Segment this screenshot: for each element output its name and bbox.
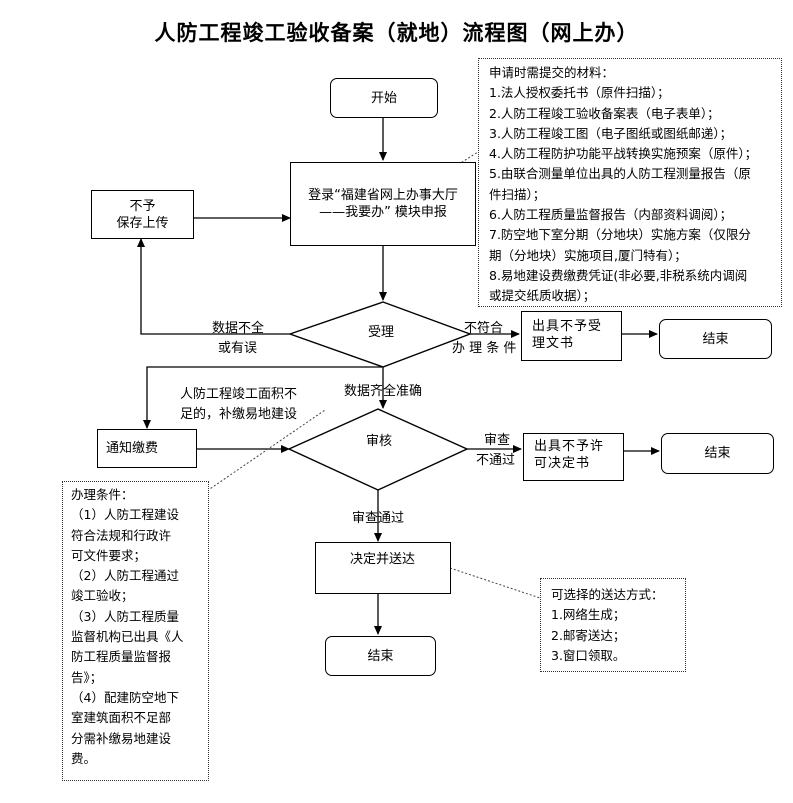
conditions-line: 办理条件： xyxy=(71,487,134,502)
no-save-line2: 保存上传 xyxy=(116,215,169,231)
conditions-line: 竣工验收； xyxy=(71,588,134,604)
conditions-note: 办理条件： （1）人防工程建设 符合法规和行政许 可文件要求； （2）人防工程通… xyxy=(62,481,209,781)
delivery-line: 可选择的送达方式： xyxy=(551,587,664,602)
delivery-line: 2.邮寄送达； xyxy=(551,627,626,643)
review-label: 审核 xyxy=(366,434,393,449)
materials-line: 或提交纸质收据）； xyxy=(489,288,596,304)
materials-line: 5.由联合测量单位出具的人防工程测量报告（原 xyxy=(489,166,751,182)
edge-label-insufficient-line2: 足的，补缴易地建设 xyxy=(180,407,298,422)
end-node-3: 结束 xyxy=(325,636,436,676)
reject-accept-line1: 出具不予受 xyxy=(532,319,603,334)
login-step-line2: ——我要办” 模块申报 xyxy=(319,205,447,220)
edge-label-review-fail-line2: 不通过 xyxy=(476,453,516,468)
reject-accept-line2: 理文书 xyxy=(532,336,575,351)
edge-label-insufficient: 人防工程竣工面积不 足的，补缴易地建设 xyxy=(180,385,297,425)
page-title: 人防工程竣工验收备案（就地）流程图（网上办） xyxy=(154,21,639,45)
conditions-line: （2）人防工程通过 xyxy=(71,568,179,584)
edge-label-not-meet-line1: 不符合 xyxy=(464,321,504,336)
materials-line: 8.易地建设费缴费凭证(非必要,非税系统内调阅 xyxy=(489,267,748,283)
end-label-3: 结束 xyxy=(367,648,394,664)
start-node: 开始 xyxy=(330,78,438,118)
end-node-1: 结束 xyxy=(659,319,772,359)
edge-label-not-meet: 不符合 办 理 条 件 xyxy=(452,319,516,359)
review-diamond xyxy=(287,408,469,491)
decide-deliver-step: 决定并送达 xyxy=(315,542,451,594)
edge-label-complete: 数据齐全准确 xyxy=(344,384,423,399)
reject-permit-line1: 出具不予许 xyxy=(534,439,605,454)
conditions-line: 费。 xyxy=(71,750,97,766)
decide-deliver-label: 决定并送达 xyxy=(350,552,416,567)
accept-diamond xyxy=(287,301,473,368)
conditions-line: 室建筑面积不足部 xyxy=(71,710,172,726)
conditions-line: 告》； xyxy=(71,669,103,685)
conditions-line: 监督机构已出具《人 xyxy=(71,629,184,645)
materials-line: 件扫描）； xyxy=(489,186,546,202)
edge-label-incomplete-line1: 数据不全 xyxy=(212,321,265,336)
conditions-line: 分需补缴易地建设 xyxy=(71,730,172,746)
materials-line: 2.人防工程竣工验收备案表（电子表单）； xyxy=(489,105,720,121)
materials-note: 申请时需提交的材料： 1.法人授权委托书（原件扫描）； 2.人防工程竣工验收备案… xyxy=(478,58,782,307)
end-label-1: 结束 xyxy=(702,331,729,347)
conditions-line: 符合法规和行政许 xyxy=(71,527,172,543)
edge-label-review-fail-line1: 审查 xyxy=(484,433,511,448)
reject-permit-line2: 可决定书 xyxy=(534,456,591,471)
start-label: 开始 xyxy=(370,90,397,106)
end-label-2: 结束 xyxy=(704,446,731,461)
notify-fee-step: 通知缴费 xyxy=(97,429,197,468)
edge-label-incomplete: 数据不全 或有误 xyxy=(212,319,264,359)
materials-line: 4.人防工程防护功能平战转换实施预案（原件）； xyxy=(489,146,758,162)
delivery-line: 1.网络生成； xyxy=(551,607,626,623)
edge-label-incomplete-line2: 或有误 xyxy=(218,341,258,356)
materials-line: 3.人防工程竣工图（电子图纸或图纸邮递）； xyxy=(489,125,733,141)
materials-line: 6.人防工程质量监督报告（内部资料调阅）； xyxy=(489,207,733,223)
login-step: 登录“福建省网上办事大厅 ——我要办” 模块申报 xyxy=(290,162,476,246)
delivery-line: 3.窗口领取。 xyxy=(551,647,626,663)
notify-fee-label: 通知缴费 xyxy=(106,441,159,456)
conditions-line: （4）配建防空地下 xyxy=(71,689,179,705)
conditions-leader xyxy=(203,409,326,494)
delivery-leader xyxy=(449,567,541,599)
arrow-accept-nosave xyxy=(137,238,290,335)
conditions-line: （1）人防工程建设 xyxy=(71,507,179,523)
conditions-line: 可文件要求； xyxy=(71,547,147,563)
reject-permit-step: 出具不予许 可决定书 xyxy=(523,433,624,481)
end-node-2: 结束 xyxy=(661,433,774,474)
no-save-step: 不予 保存上传 xyxy=(91,190,194,239)
edge-label-insufficient-line1: 人防工程竣工面积不 xyxy=(180,387,298,402)
delivery-note: 可选择的送达方式： 1.网络生成； 2.邮寄送达； 3.窗口领取。 xyxy=(540,578,686,672)
edge-label-review-fail: 审查 不通过 xyxy=(476,431,515,471)
arrow-accept-notify xyxy=(143,366,383,429)
materials-line: 1.法人授权委托书（原件扫描）； xyxy=(489,85,670,101)
reject-accept-step: 出具不予受 理文书 xyxy=(521,311,622,361)
materials-line: 7.防空地下室分期（分地块）实施方案（仅限分 xyxy=(489,227,751,243)
materials-line: 申请时需提交的材料： xyxy=(489,65,615,80)
accept-label: 受理 xyxy=(368,325,395,340)
edge-label-not-meet-line2: 办 理 条 件 xyxy=(452,341,517,356)
no-save-line1: 不予 xyxy=(129,198,156,214)
edge-label-review-pass: 审查通过 xyxy=(352,511,405,526)
conditions-line: 防工程质量监督报 xyxy=(71,649,172,665)
materials-line: 期（分地块）实施项目,厦门特有）； xyxy=(489,247,687,263)
login-step-line1: 登录“福建省网上办事大厅 xyxy=(308,188,458,203)
conditions-line: （3）人防工程质量 xyxy=(71,608,179,624)
